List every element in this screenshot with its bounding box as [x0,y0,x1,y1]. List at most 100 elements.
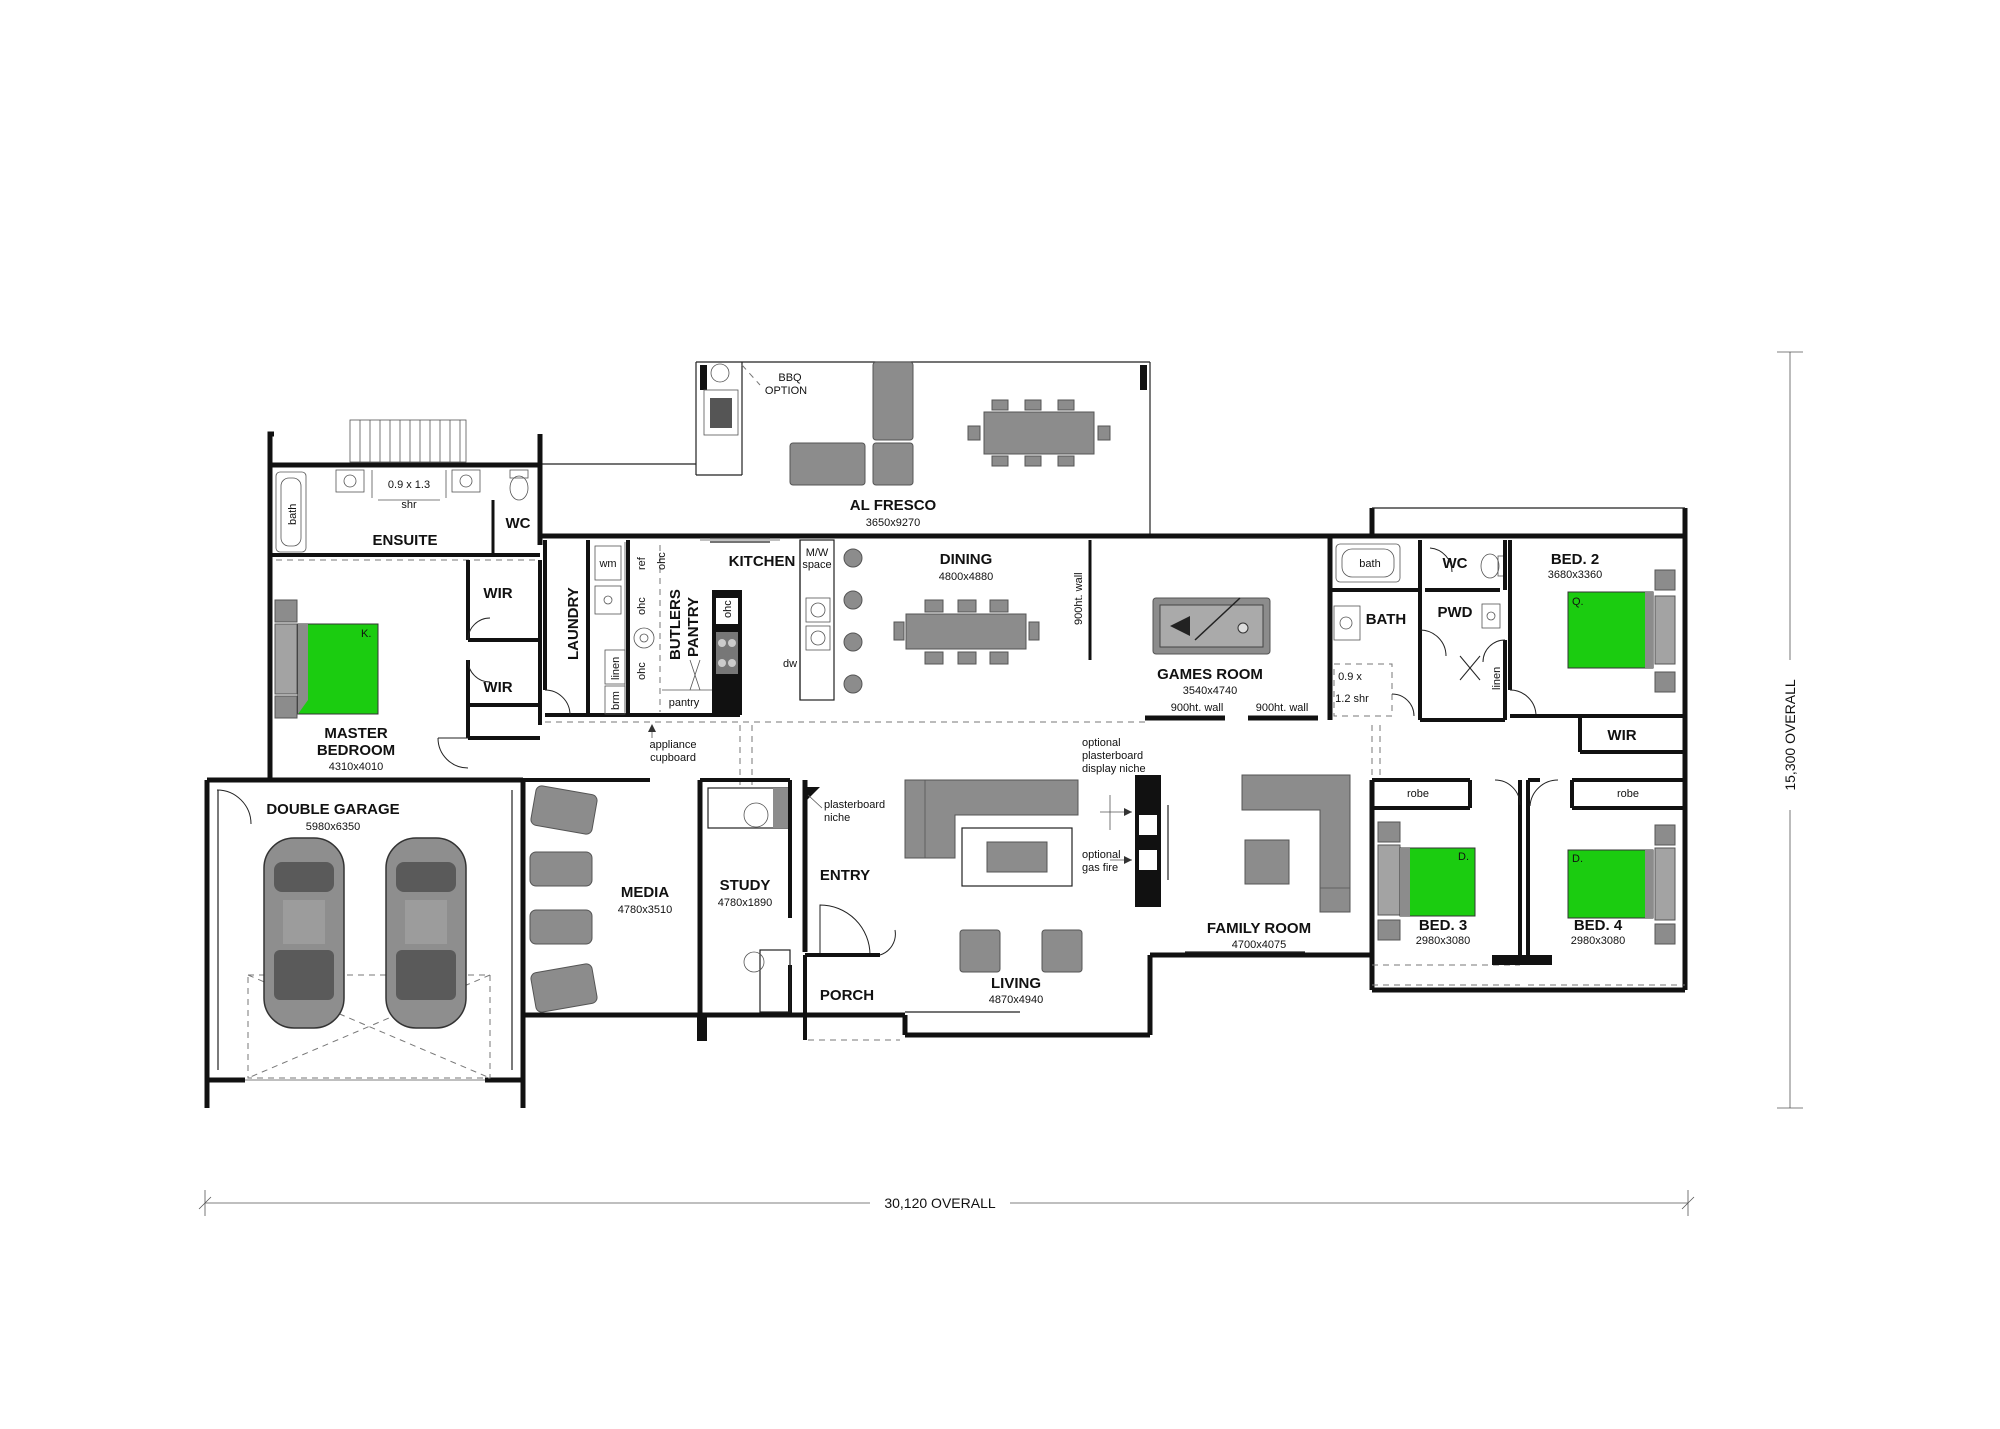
bbq-label-2: OPTION [765,385,807,397]
laundry-linen-label: linen [610,657,622,680]
ensuite-name: ENSUITE [372,532,437,549]
overall-depth-dimension: 15,300 OVERALL [1777,351,1803,1109]
master-bedroom: WIR WIR K. MASTER BEDROOM 4310x4010 [274,560,542,773]
master-name-2: BEDROOM [317,742,395,759]
bed4-robe-label: robe [1617,788,1639,800]
dining-wall-label: 900ht. wall [1073,572,1085,625]
butlers-ohc4-label: ohc [722,600,734,618]
media-dim: 4780x3510 [618,904,672,916]
butlers-ohc2-label: ohc [636,597,648,615]
living-name: LIVING [991,975,1041,992]
wc-label: WC [1443,555,1468,572]
overall-width-label: 30,120 OVERALL [884,1195,996,1211]
butlers-pantry-label: pantry [669,697,700,709]
laundry-name: LAUNDRY [565,587,582,660]
bedroom-4: robe D. BED. 4 2980x3080 [1492,778,1685,986]
dining: DINING 4800x4880 900ht. wall [893,540,1092,665]
alfresco-dim: 3650x9270 [866,517,920,529]
bed2-bed-label: Q. [1572,596,1584,608]
games-name: GAMES ROOM [1157,666,1263,683]
entry-area: plasterboard niche ENTRY PORCH [697,780,900,1041]
garage-name: DOUBLE GARAGE [266,801,399,818]
gas-fire-1: optional [1082,849,1121,861]
butlers-ohc3-label: ohc [636,662,648,680]
butlers-ref-label: ref [636,556,648,570]
laundry-brm-label: brm [610,691,622,710]
gas-fire-2: gas fire [1082,862,1118,874]
pwd-label: PWD [1438,604,1473,621]
bedroom-3: robe D. BED. 3 2980x3080 [1372,778,1522,986]
kitchen-name: KITCHEN [729,553,796,570]
niche-label-1: plasterboard [824,799,885,811]
butlers-name-1: BUTLERS [667,589,684,660]
ensuite-bath-label: bath [287,504,299,525]
bed2-name: BED. 2 [1551,551,1599,568]
master-dim: 4310x4010 [329,761,383,773]
bath-bath-label: bath [1359,558,1380,570]
ensuite-room: bath 0.9 x 1.3 shr WC ENSUITE [270,469,540,561]
master-name-1: MASTER [324,725,388,742]
display-niche-2: plasterboard [1082,750,1143,762]
laundry-wm-label: wm [598,558,616,570]
bed2-dim: 3680x3360 [1548,569,1602,581]
car-left [263,837,345,1029]
living-dim: 4870x4940 [989,994,1043,1006]
alfresco-name: AL FRESCO [850,497,937,514]
double-garage: DOUBLE GARAGE 5980x6350 [216,789,491,1079]
bed3-bed-label: D. [1458,851,1469,863]
butlers-pantry: ref ohc ohc ohc BUTLERS PANTRY pantry oh… [626,540,742,715]
wir-top-label: WIR [483,585,512,602]
exterior-walls [204,419,1688,1108]
entry-name: ENTRY [820,867,870,884]
ensuite-shower-size: 0.9 x 1.3 [388,479,430,491]
niche-label-2: niche [824,812,850,824]
overall-width-dimension: 30,120 OVERALL [198,1190,1695,1216]
garage-dim: 5980x6350 [306,821,360,833]
study-room: STUDY 4780x1890 [698,780,792,1015]
porch-name: PORCH [820,987,874,1004]
master-bed-label: K. [361,628,371,640]
display-niche-3: display niche [1082,763,1146,775]
bed3-robe-label: robe [1407,788,1429,800]
kitchen-mw-2: space [802,559,831,571]
study-name: STUDY [720,877,771,894]
window-markers [700,537,1305,1013]
media-name: MEDIA [621,884,670,901]
alfresco-area: BBQ OPTION AL FRESCO 3650x9270 [540,361,1151,536]
laundry-room: wm linen brm LAUNDRY [543,540,740,717]
bed3-dim: 2980x3080 [1416,935,1470,947]
dining-dim: 4800x4880 [939,571,993,583]
games-dim: 3540x4740 [1183,685,1237,697]
display-niche-1: optional [1082,737,1121,749]
appliance-label-1: appliance [649,739,696,751]
bath-shower-1: 0.9 x [1338,671,1362,683]
kitchen: KITCHEN M/W space dw [729,539,863,701]
bbq-label-1: BBQ [778,372,802,384]
kitchen-dw-label: dw [783,658,797,670]
family-room: FAMILY ROOM 4700x4075 [1207,774,1351,951]
dining-name: DINING [940,551,993,568]
overall-depth-label: 15,300 OVERALL [1782,679,1798,791]
wir-bottom-label: WIR [483,679,512,696]
linen-label: linen [1491,667,1503,690]
family-name: FAMILY ROOM [1207,920,1311,937]
living-room: LIVING 4870x4940 optional plasterboard d… [904,737,1169,1006]
bath-name: BATH [1366,611,1407,628]
bath-shower-2: 1.2 shr [1335,693,1369,705]
butlers-name-2: PANTRY [685,597,702,657]
bed3-name: BED. 3 [1419,917,1467,934]
family-dim: 4700x4075 [1232,939,1286,951]
butlers-ohc-label: ohc [656,552,668,570]
games-wall-2: 900ht. wall [1256,702,1309,714]
kitchen-mw-1: M/W [806,547,829,559]
games-wall-1: 900ht. wall [1171,702,1224,714]
bed4-name: BED. 4 [1574,917,1623,934]
corridor-lines: appliance cupboard [545,721,1381,785]
games-room: GAMES ROOM 3540x4740 900ht. wall 900ht. … [1145,597,1318,721]
ensuite-wc-label: WC [506,515,531,532]
ensuite-shr-label: shr [401,499,417,511]
wir-bed2-label: WIR [1607,727,1636,744]
car-right [385,837,467,1029]
bedroom-2: BED. 2 3680x3360 Q. WIR [1508,540,1685,754]
